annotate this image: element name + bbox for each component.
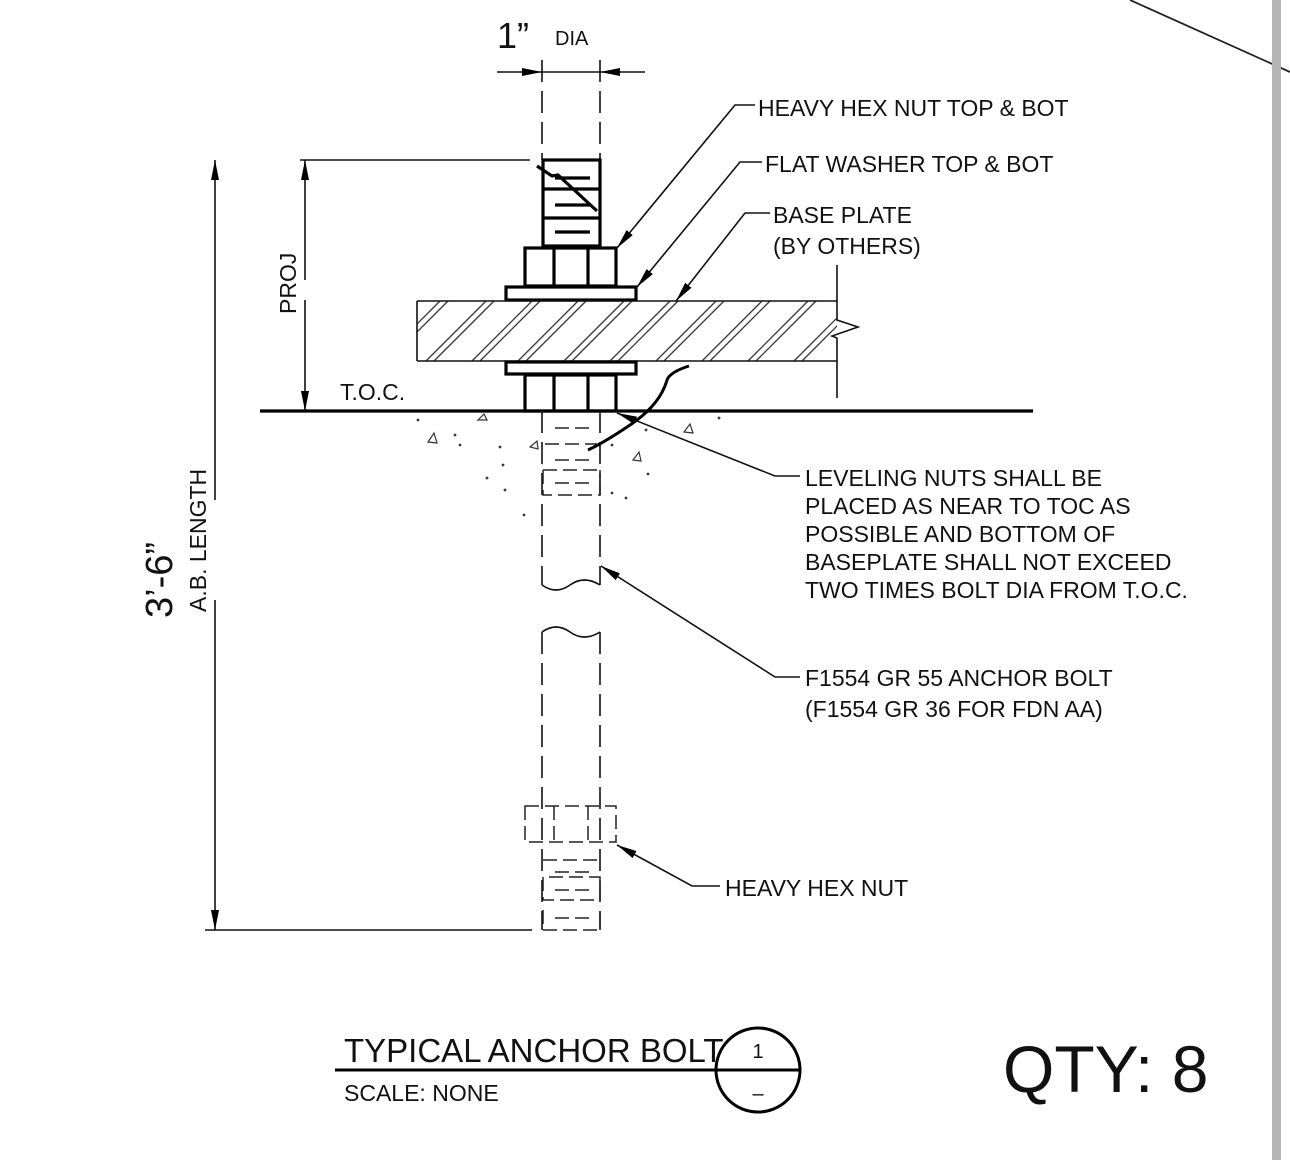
callout-bottom-heavy-hex-nut: HEAVY HEX NUT xyxy=(616,844,908,901)
detail-title: TYPICAL ANCHOR BOLT xyxy=(344,1032,724,1069)
hatch-line xyxy=(617,301,679,361)
diameter-value: 1” xyxy=(497,15,529,56)
callout-text: HEAVY HEX NUT TOP & BOT xyxy=(758,95,1069,121)
hatch-line xyxy=(563,301,625,361)
callout-leveling-nuts: LEVELING NUTS SHALL BE PLACED AS NEAR TO… xyxy=(587,364,1188,603)
hatch-line xyxy=(801,325,837,361)
callout-anchor-bolt: F1554 GR 55 ANCHOR BOLT (F1554 GR 36 FOR… xyxy=(600,565,1113,722)
hatch-line xyxy=(755,301,817,361)
hatch-line xyxy=(709,301,771,361)
hatch-line xyxy=(747,301,809,361)
hatch-line xyxy=(517,301,579,361)
callout-text: (F1554 GR 36 FOR FDN AA) xyxy=(805,696,1103,722)
callout-base-plate: BASE PLATE (BY OTHERS) xyxy=(675,202,921,302)
top-hex-nut xyxy=(523,246,618,288)
top-flat-washer xyxy=(504,285,638,302)
bottom-flat-washer xyxy=(504,360,638,376)
hatch-line xyxy=(609,301,671,361)
hatch-line xyxy=(848,301,908,361)
scrollbar[interactable] xyxy=(1272,0,1281,1160)
anchor-bolt-length-dimension: 3’-6” A.B. LENGTH xyxy=(139,160,532,931)
hatch-line xyxy=(417,301,441,325)
toc-label: T.O.C. xyxy=(340,379,405,405)
hatch-line xyxy=(701,301,763,361)
hatch-line xyxy=(479,301,541,361)
hatch-line xyxy=(425,301,487,361)
hatch-line xyxy=(663,301,725,361)
hatch-line xyxy=(417,301,449,333)
hatch-line xyxy=(655,301,717,361)
callout-text: PLACED AS NEAR TO TOC AS xyxy=(805,493,1131,519)
detail-scale: SCALE: NONE xyxy=(344,1080,499,1106)
hatch-line xyxy=(793,317,837,361)
length-value: 3’-6” xyxy=(139,542,181,618)
diameter-label: DIA xyxy=(555,28,589,50)
hatch-line xyxy=(840,301,900,361)
embedded-bolt xyxy=(524,411,617,931)
hatch-line xyxy=(433,301,495,361)
callout-text: F1554 GR 55 ANCHOR BOLT xyxy=(805,665,1113,691)
hatch-line xyxy=(525,301,587,361)
callout-text: LEVELING NUTS SHALL BE xyxy=(805,465,1102,491)
concrete-stipple xyxy=(416,412,721,517)
bolt-top xyxy=(536,158,602,248)
quantity-label: QTY: 8 xyxy=(1003,1032,1208,1106)
callout-text: POSSIBLE AND BOTTOM OF xyxy=(805,521,1115,547)
callout-text: BASEPLATE SHALL NOT EXCEED xyxy=(805,549,1171,575)
diameter-dimension: 1” DIA xyxy=(497,15,645,160)
sheet-border-line xyxy=(1129,0,1290,73)
proj-label: PROJ xyxy=(275,253,301,314)
hatch-line xyxy=(894,301,954,361)
callout-heavy-hex-nut-top-bot: HEAVY HEX NUT TOP & BOT xyxy=(616,95,1069,249)
hatch-line xyxy=(571,301,633,361)
callout-text: FLAT WASHER TOP & BOT xyxy=(765,151,1053,177)
projection-dimension: PROJ xyxy=(275,159,530,411)
base-plate xyxy=(416,265,954,398)
callout-text: HEAVY HEX NUT xyxy=(725,875,908,901)
leveling-nut xyxy=(523,373,618,413)
sheet-number: – xyxy=(752,1083,764,1105)
callout-text: BASE PLATE xyxy=(773,202,912,228)
length-label: A.B. LENGTH xyxy=(185,469,211,612)
callout-flat-washer: FLAT WASHER TOP & BOT xyxy=(636,151,1053,288)
detail-number: 1 xyxy=(752,1041,763,1063)
hatch-line xyxy=(471,301,533,361)
callout-text: TWO TIMES BOLT DIA FROM T.O.C. xyxy=(805,577,1188,603)
callout-text: (BY OTHERS) xyxy=(773,233,921,259)
detail-title-block: TYPICAL ANCHOR BOLT SCALE: NONE 1 – xyxy=(335,1026,802,1114)
hatch-line xyxy=(886,301,946,361)
